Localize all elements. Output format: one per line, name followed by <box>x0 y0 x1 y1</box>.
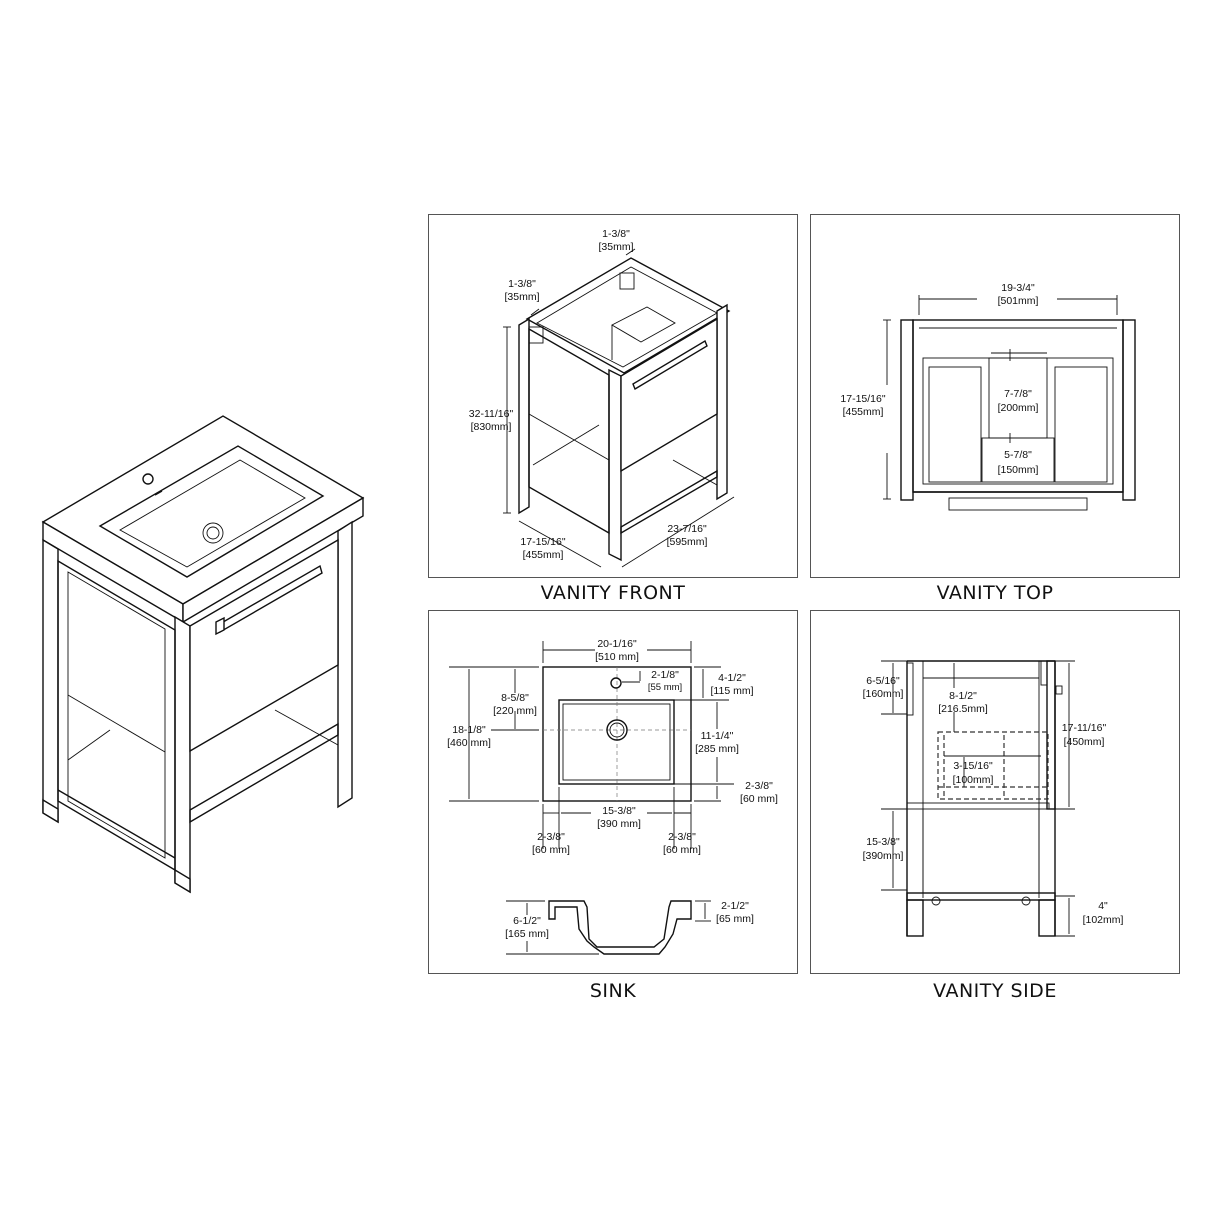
dim-cutout-width-mm: [200mm] <box>998 402 1039 414</box>
vanity-front-caption: VANITY FRONT <box>540 582 686 604</box>
vanity-side-panel: 6-5/16" [160mm] 8-1/2" [216.5mm] 17-11/1… <box>810 610 1180 974</box>
dim-right-rim-mm: [60 mm] <box>663 844 701 856</box>
dim-front-rim-in: 2-3/8" <box>745 780 773 792</box>
vanity-front-drawing: 1-3/8" [35mm] 1-3/8" [35mm] 32-11/16" [8… <box>469 228 735 568</box>
dim-top-depth-in: 17-15/16" <box>840 393 885 405</box>
dim-left-rim-in: 2-3/8" <box>537 831 565 843</box>
vanity-side-drawing: 6-5/16" [160mm] 8-1/2" [216.5mm] 17-11/1… <box>863 660 1124 937</box>
vanity-top-panel: 19-3/4" [501mm] 17-15/16" [455mm] 7-7/8"… <box>810 214 1180 578</box>
dim-cutout-height-in: 3-15/16" <box>953 760 993 772</box>
dim-top-to-cutout-mm: [216.5mm] <box>938 703 988 715</box>
dim-back-to-drain-in: 8-5/8" <box>501 692 529 704</box>
dim-top-thickness-mm: [35mm] <box>598 241 633 253</box>
dim-side-thickness-in: 1-3/8" <box>508 278 536 290</box>
dim-handle-height-mm: [160mm] <box>863 688 904 700</box>
dim-cutout-depth-in: 5-7/8" <box>1004 449 1032 461</box>
dim-open-shelf-height-mm: [390mm] <box>863 850 904 862</box>
sink-drawing: 20-1/16" [510 mm] 2-1/8" [55 mm] 4-1/2" … <box>447 638 778 955</box>
dim-faucet-offset-in: 2-1/8" <box>651 669 679 681</box>
dim-leg-height-mm: [102mm] <box>1083 914 1124 926</box>
dim-cutout-height-mm: [100mm] <box>953 774 994 786</box>
dim-cutout-depth-mm: [150mm] <box>998 464 1039 476</box>
dim-depth-mm: [455mm] <box>523 549 564 561</box>
dim-basin-depth-mm: [285 mm] <box>695 743 739 755</box>
dim-overall-width-mm: [510 mm] <box>595 651 639 663</box>
dim-height-in: 32-11/16" <box>469 408 514 420</box>
dim-total-height-in: 6-1/2" <box>513 915 541 927</box>
vanity-top-caption: VANITY TOP <box>936 582 1054 604</box>
dim-top-thickness-in: 1-3/8" <box>602 228 630 240</box>
vanity-top-drawing: 19-3/4" [501mm] 17-15/16" [455mm] 7-7/8"… <box>840 282 1136 511</box>
dim-open-shelf-height-in: 15-3/8" <box>866 836 900 848</box>
dim-handle-height-in: 6-5/16" <box>866 675 900 687</box>
dim-right-rim-in: 2-3/8" <box>668 831 696 843</box>
dim-basin-width-in: 15-3/8" <box>602 805 636 817</box>
dim-overall-width-in: 20-1/16" <box>597 638 637 650</box>
dim-total-height-mm: [165 mm] <box>505 928 549 940</box>
dim-inner-width-in: 19-3/4" <box>1001 282 1035 294</box>
dim-cabinet-height-mm: [450mm] <box>1064 736 1105 748</box>
dim-cabinet-height-in: 17-11/16" <box>1062 722 1107 734</box>
dim-leg-height-in: 4" <box>1098 900 1108 912</box>
dim-left-rim-mm: [60 mm] <box>532 844 570 856</box>
dim-width-in: 23-7/16" <box>667 523 707 535</box>
dim-depth-in: 17-15/16" <box>520 536 565 548</box>
dim-inner-width-mm: [501mm] <box>998 295 1039 307</box>
dim-front-rim-mm: [60 mm] <box>740 793 778 805</box>
dim-rim-height-in: 2-1/2" <box>721 900 749 912</box>
dim-basin-depth-in: 11-1/4" <box>701 730 734 742</box>
dim-back-to-basin-mm: [115 mm] <box>711 685 754 697</box>
dim-faucet-offset-mm: [55 mm] <box>648 682 682 693</box>
dim-top-depth-mm: [455mm] <box>843 406 884 418</box>
dim-width-mm: [595mm] <box>667 536 708 548</box>
isometric-vanity-drawing <box>41 415 365 894</box>
vanity-side-caption: VANITY SIDE <box>933 980 1057 1002</box>
dim-overall-depth-in: 18-1/8" <box>452 724 486 736</box>
dim-side-thickness-mm: [35mm] <box>504 291 539 303</box>
dim-top-to-cutout-in: 8-1/2" <box>949 690 977 702</box>
dim-basin-width-mm: [390 mm] <box>597 818 641 830</box>
dim-back-to-basin-in: 4-1/2" <box>718 672 746 684</box>
dim-overall-depth-mm: [460 mm] <box>447 737 491 749</box>
vanity-front-panel: 1-3/8" [35mm] 1-3/8" [35mm] 32-11/16" [8… <box>428 214 798 578</box>
dim-back-to-drain-mm: [220 mm] <box>493 705 537 717</box>
isometric-vanity-illustration <box>0 0 420 1214</box>
dim-cutout-width-in: 7-7/8" <box>1004 388 1032 400</box>
dim-height-mm: [830mm] <box>471 421 512 433</box>
sink-caption: SINK <box>589 980 637 1002</box>
sink-panel: 20-1/16" [510 mm] 2-1/8" [55 mm] 4-1/2" … <box>428 610 798 974</box>
dim-rim-height-mm: [65 mm] <box>716 913 754 925</box>
